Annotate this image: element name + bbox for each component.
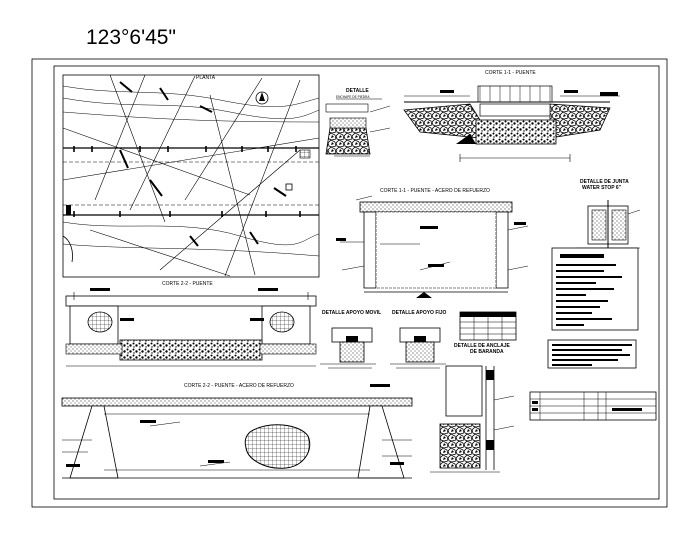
stone-cladding-detail: DETALLE ENCHAPE DE PIEDRA [325,88,391,157]
section-1-1-label: CORTE 1-1 - PUENTE [485,70,536,76]
anchor-detail-sublabel: DE BARANDA [470,349,504,355]
section-1-1-rebar: CORTE 1-1 - PUENTE - ACERO DE REFUERZO [336,188,529,298]
anchor-detail-label: DETALLE DE ANCLAJE [454,343,511,349]
title-block [529,391,657,421]
joint-detail-sublabel: WATER STOP 6" [582,185,622,191]
joint-detail-label: DETALLE DE JUNTA [580,179,629,185]
stone-detail-sublabel: ENCHAPE DE PIEDRA [336,95,370,99]
specifications [547,247,639,369]
inner-border [53,65,660,500]
anchor-detail: DETALLE DE ANCLAJE DE BARANDA [430,343,515,473]
mobile-support-label: DETALLE APOYO MOVIL [322,310,381,316]
section-2-2-rebar: CORTE 2-2 - PUENTE - ACERO DE REFUERZO [61,383,413,479]
joint-detail: DETALLE DE JUNTA WATER STOP 6" [576,179,641,250]
section-2-2: CORTE 2-2 - PUENTE [65,281,317,367]
stone-detail-label: DETALLE [346,88,369,94]
section-2-2-label: CORTE 2-2 - PUENTE [162,281,213,287]
section-1-1: CORTE 1-1 - PUENTE [403,70,620,162]
page-title: 123°6'45" [86,26,176,49]
mobile-support-detail: DETALLE APOYO MOVIL [320,310,381,369]
plan-view: PLANTA [62,74,320,278]
section-2-2-rebar-label: CORTE 2-2 - PUENTE - ACERO DE REFUERZO [184,383,294,389]
fixed-support-label: DETALLE APOYO FIJO [392,310,447,316]
plan-label: PLANTA [196,75,216,81]
fixed-support-detail: DETALLE APOYO FIJO [390,310,447,369]
reinforcement-table [459,311,517,341]
section-1-1-rebar-label: CORTE 1-1 - PUENTE - ACERO DE REFUERZO [380,188,490,194]
outer-border [31,58,668,508]
